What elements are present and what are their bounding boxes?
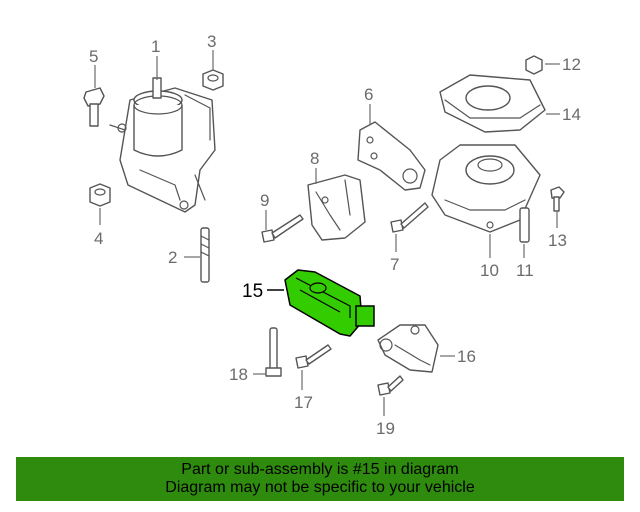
part-4-nut[interactable] [89,183,111,207]
part-19-bolt[interactable] [377,375,404,396]
parts-diagram: 1 2 3 4 5 6 7 8 9 10 11 12 13 14 15 16 1… [83,32,581,438]
part-6-bracket[interactable] [357,121,426,191]
banner-line-2: Diagram may not be specific to your vehi… [165,479,475,496]
part-3-nut[interactable] [202,69,224,91]
callout-10: 10 [480,261,499,280]
callout-12: 12 [562,55,581,74]
part-11-stud[interactable] [519,207,530,243]
callout-labels: 1 2 3 4 5 6 7 8 9 10 11 12 13 14 15 16 1… [89,32,581,438]
callout-15: 15 [242,281,263,302]
callout-9: 9 [260,191,269,210]
callout-3: 3 [207,32,216,51]
part-15-torque-rod-highlighted[interactable] [284,269,375,337]
part-10-mount[interactable] [431,144,541,233]
callout-18: 18 [229,365,248,384]
banner-line-1: Part or sub-assembly is #15 in diagram [181,461,459,478]
part-8-bracket[interactable] [307,174,366,241]
callout-7: 7 [390,255,399,274]
part-18-stud[interactable] [265,327,282,377]
callout-16: 16 [457,347,476,366]
part-12-nut[interactable] [525,55,543,75]
part-14-mount-plate[interactable] [439,74,546,133]
callout-19: 19 [376,419,395,438]
callout-4: 4 [94,229,103,248]
part-9-bolt[interactable] [261,214,304,243]
part-5-bolt[interactable] [83,87,105,127]
callout-6: 6 [364,85,373,104]
callout-11: 11 [516,261,534,280]
part-2-stud[interactable] [200,227,210,283]
part-13-bolt[interactable] [550,186,565,212]
callout-17: 17 [294,393,313,412]
callout-13: 13 [548,231,567,250]
leader-lines [94,50,560,416]
callout-1: 1 [151,37,160,56]
info-banner: Part or sub-assembly is #15 in diagram D… [16,457,624,501]
callout-5: 5 [89,47,98,66]
callout-14: 14 [562,105,581,124]
part-16-bracket[interactable] [377,324,439,373]
callout-2: 2 [168,248,177,267]
part-1-engine-mount[interactable] [109,77,216,213]
part-7-bolt[interactable] [390,202,429,233]
part-17-bolt[interactable] [295,344,332,369]
callout-8: 8 [310,149,319,168]
